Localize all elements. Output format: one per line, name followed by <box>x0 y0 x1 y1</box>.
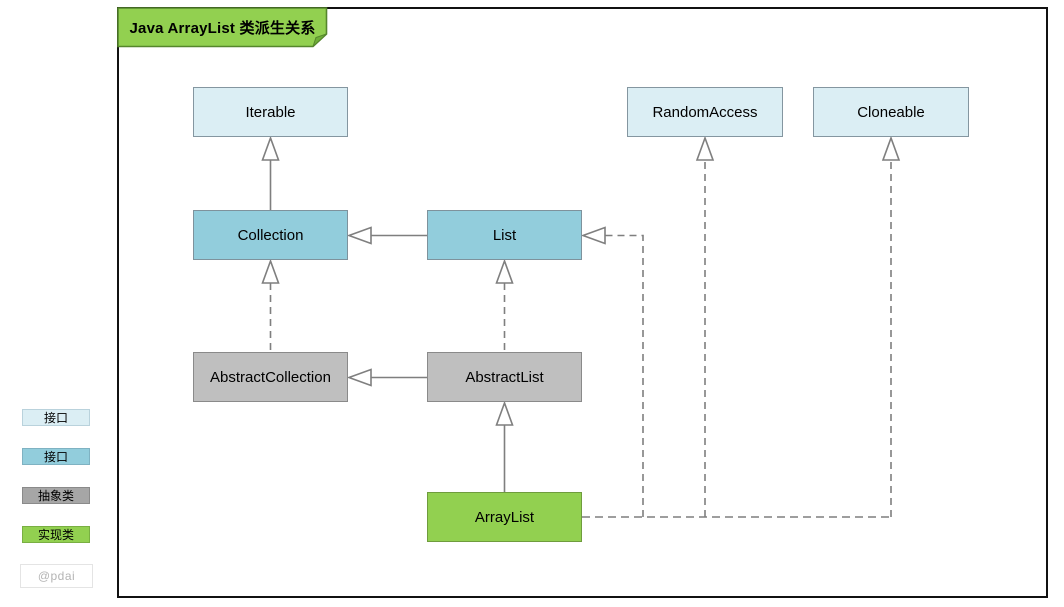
node-list-label: List <box>492 226 517 244</box>
diagram-title: Java ArrayList 类派生关系 <box>117 7 328 48</box>
node-random-access: RandomAccess <box>627 87 783 137</box>
legend-item-abstract-class: 抽象类 <box>22 487 90 504</box>
node-random-access-label: RandomAccess <box>652 103 758 121</box>
legend-item-concrete-class-label: 实现类 <box>37 528 74 542</box>
node-iterable-label: Iterable <box>245 103 296 121</box>
node-abstract-list: AbstractList <box>427 352 582 402</box>
node-array-list-label: ArrayList <box>474 508 535 526</box>
legend-item-interface-core-label: 接口 <box>43 450 68 464</box>
diagram-title-text: Java ArrayList 类派生关系 <box>129 20 316 37</box>
node-collection-label: Collection <box>237 226 304 244</box>
node-list: List <box>427 210 582 260</box>
node-array-list: ArrayList <box>427 492 582 542</box>
node-collection: Collection <box>193 210 348 260</box>
node-abstract-list-label: AbstractList <box>465 368 544 386</box>
node-cloneable-label: Cloneable <box>857 103 925 121</box>
watermark-text: @pdai <box>37 569 76 583</box>
legend-item-abstract-class-label: 抽象类 <box>37 489 74 503</box>
node-iterable: Iterable <box>193 87 348 137</box>
legend-item-concrete-class: 实现类 <box>22 526 90 543</box>
node-abstract-collection: AbstractCollection <box>193 352 348 402</box>
watermark-badge: @pdai <box>20 564 93 588</box>
legend-item-interface-light: 接口 <box>22 409 90 426</box>
node-cloneable: Cloneable <box>813 87 969 137</box>
title-banner-shape <box>117 7 328 48</box>
node-abstract-collection-label: AbstractCollection <box>210 368 331 386</box>
legend-item-interface-light-label: 接口 <box>43 411 68 425</box>
legend-item-interface-core: 接口 <box>22 448 90 465</box>
